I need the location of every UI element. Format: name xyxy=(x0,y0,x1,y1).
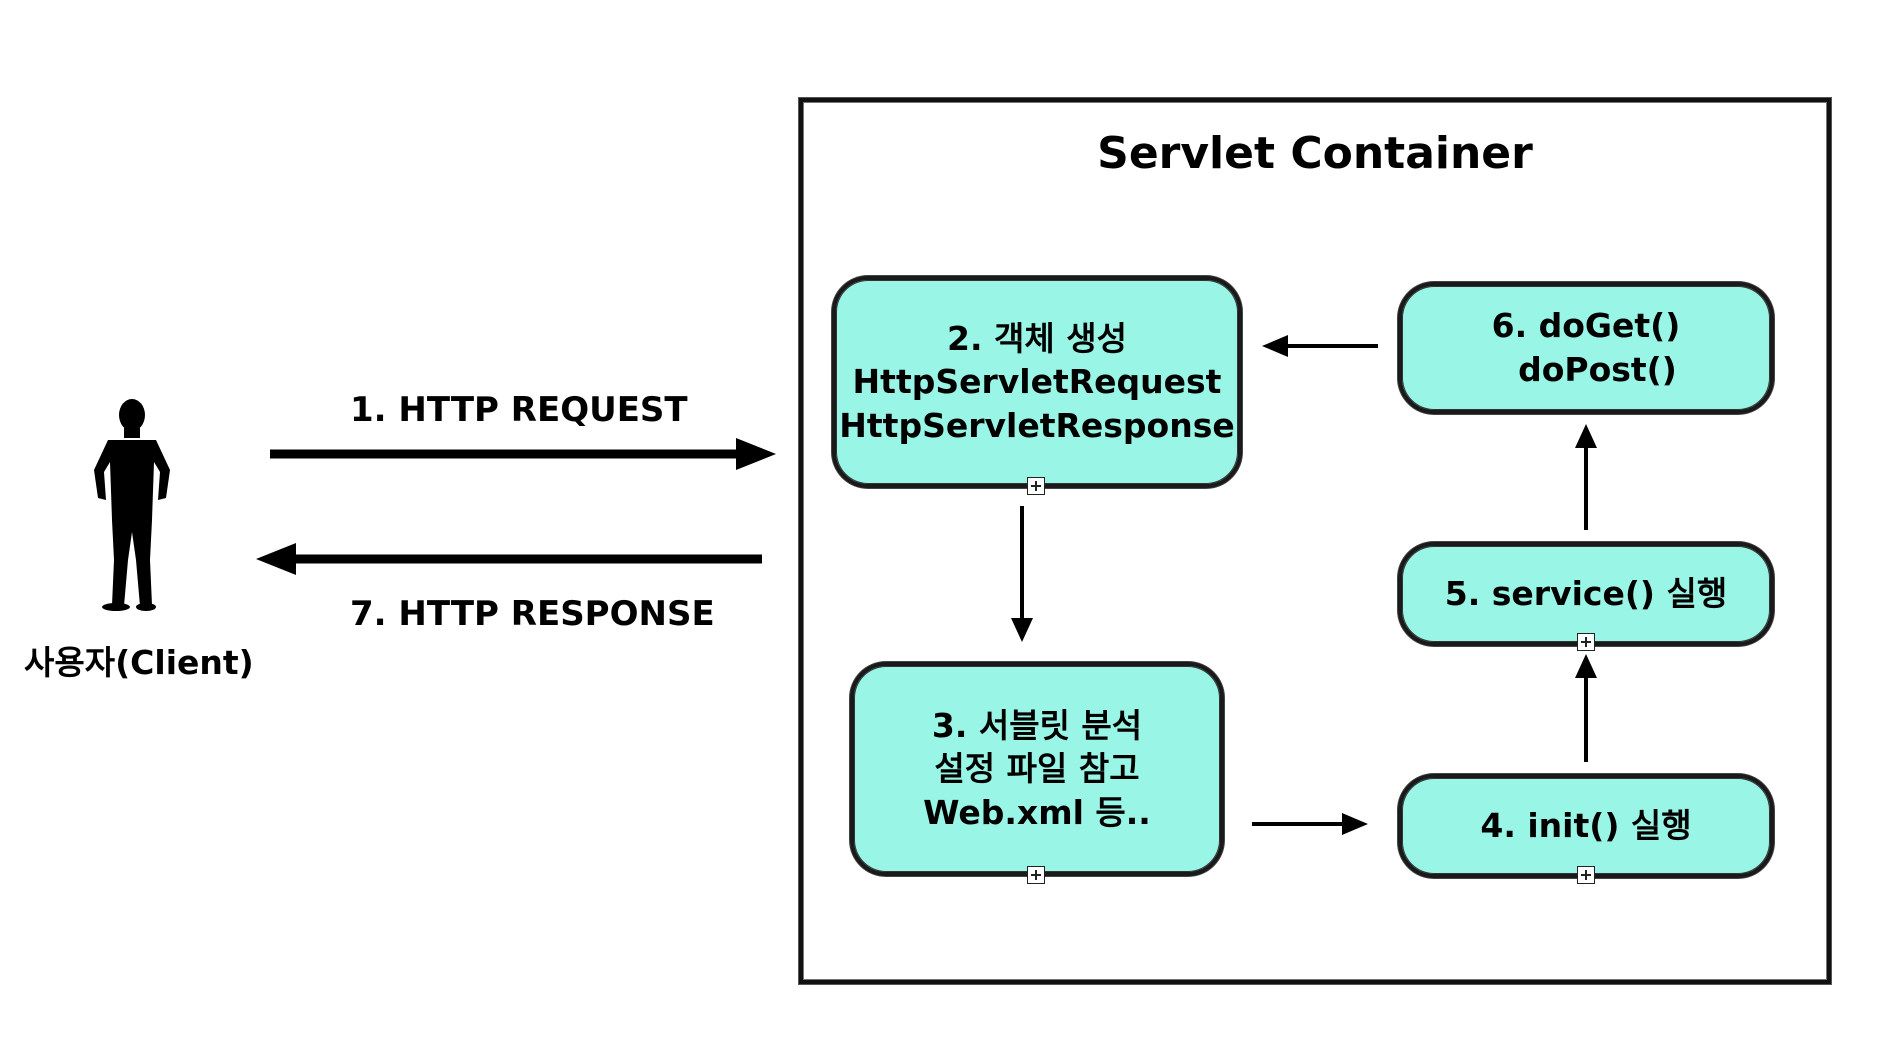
arrow-analyze-to-init xyxy=(1252,813,1368,835)
client-label: 사용자(Client) xyxy=(24,643,254,682)
node-init-line-1: 4. init() 실행 xyxy=(1480,806,1692,846)
node-create-objects-line-3: HttpServletResponse xyxy=(839,405,1235,445)
node-create-objects[interactable]: 2. 객체 생성 HttpServletRequest HttpServletR… xyxy=(832,276,1242,488)
expand-icon[interactable] xyxy=(1577,633,1595,651)
arrow-do-to-create xyxy=(1262,335,1378,357)
node-init[interactable]: 4. init() 실행 xyxy=(1398,774,1774,878)
node-do-methods[interactable]: 6. doGet() doPost() xyxy=(1398,282,1774,414)
request-label: 1. HTTP REQUEST xyxy=(350,390,688,430)
expand-icon[interactable] xyxy=(1027,477,1045,495)
node-analyze-line-3: Web.xml 등.. xyxy=(923,792,1151,832)
node-do-methods-line-1: 6. doGet() xyxy=(1491,306,1681,346)
arrow-service-to-do xyxy=(1575,424,1597,530)
person-silhouette-icon xyxy=(94,399,170,611)
container-title: Servlet Container xyxy=(1097,128,1533,179)
node-service-line-1: 5. service() 실행 xyxy=(1444,574,1728,614)
response-arrow xyxy=(256,543,762,575)
servlet-container: Servlet Container xyxy=(799,98,1831,984)
node-do-methods-line-2: doPost() xyxy=(1495,350,1677,389)
node-analyze-line-1: 3. 서블릿 분석 xyxy=(931,705,1143,745)
arrow-create-to-analyze xyxy=(1011,506,1033,642)
node-create-objects-line-1: 2. 객체 생성 xyxy=(947,318,1127,358)
node-create-objects-line-2: HttpServletRequest xyxy=(852,362,1222,402)
node-service[interactable]: 5. service() 실행 xyxy=(1398,542,1774,646)
arrow-init-to-service xyxy=(1575,654,1597,762)
response-label: 7. HTTP RESPONSE xyxy=(350,594,715,634)
node-analyze-line-2: 설정 파일 참고 xyxy=(934,749,1140,789)
request-arrow xyxy=(270,438,776,470)
expand-icon[interactable] xyxy=(1577,866,1595,884)
node-analyze[interactable]: 3. 서블릿 분석 설정 파일 참고 Web.xml 등.. xyxy=(850,662,1224,876)
expand-icon[interactable] xyxy=(1027,866,1045,884)
